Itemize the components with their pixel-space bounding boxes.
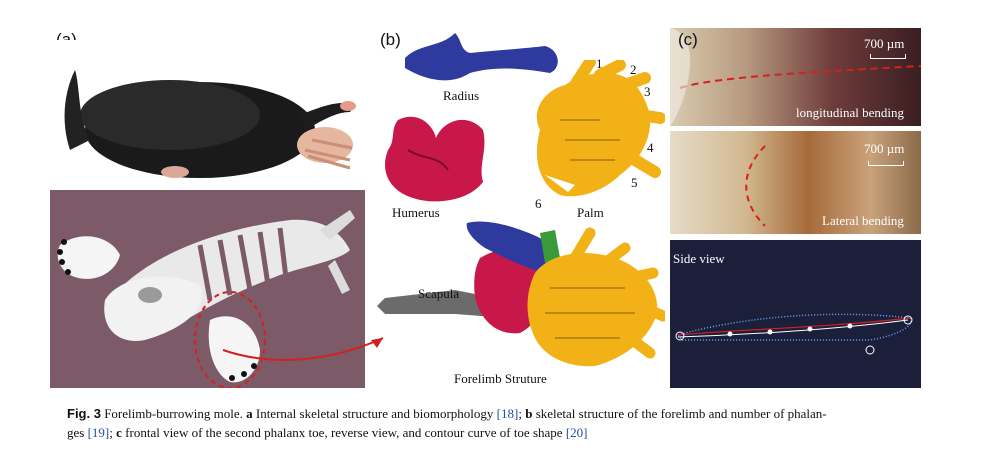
palm-bones: [536, 60, 665, 197]
lateral-bending-photo: [670, 131, 921, 234]
connector-arrow: [222, 337, 384, 361]
lateral-bending-label: Lateral bending: [822, 213, 904, 228]
forelimb-structure-label: Forelimb Struture: [454, 371, 547, 386]
caption-text-4: ges: [67, 425, 85, 440]
radius-label: Radius: [443, 88, 480, 103]
digit-number-4: 4: [647, 140, 654, 155]
humerus-bone: [385, 116, 485, 202]
digit-number-2: 2: [630, 62, 637, 77]
forelimb-assembly: [377, 221, 665, 367]
mole-photo: [50, 40, 365, 185]
scale-bar-top: [870, 54, 906, 59]
digit-number-5: 5: [631, 175, 638, 190]
humerus-label: Humerus: [392, 205, 440, 220]
caption-text-2: Internal skeletal structure and biomorph…: [255, 406, 494, 421]
caption-sep-2: ;: [109, 425, 113, 440]
panel-c-letter: (c): [678, 30, 698, 49]
palm-label: Palm: [577, 205, 604, 220]
longitudinal-bending-photo: [670, 28, 921, 126]
scapula-label: Scapula: [418, 286, 460, 301]
caption-text-5: frontal view of the second phalanx toe, …: [125, 425, 563, 440]
caption-ref-19[interactable]: [19]: [87, 425, 110, 440]
panel-b-letter: (b): [380, 30, 401, 49]
caption-ref-20[interactable]: [20]: [565, 425, 588, 440]
mole-skeleton-illustration: [50, 190, 365, 388]
figure-number: Fig. 3: [67, 406, 101, 421]
side-view-label: Side view: [673, 251, 725, 266]
digit-number-3: 3: [644, 84, 651, 99]
radius-bone: [405, 33, 558, 81]
figure-caption: Fig. 3 Forelimb-burrowing mole. a Intern…: [67, 404, 927, 442]
caption-label-a: a: [246, 406, 253, 421]
scale-label-mid: 700 µm: [864, 141, 905, 156]
scale-label-top: 700 µm: [864, 36, 905, 51]
caption-text-1: Forelimb-burrowing mole.: [104, 406, 243, 421]
digit-number-6: 6: [535, 196, 542, 211]
caption-label-c: c: [116, 425, 122, 440]
digit-number-1: 1: [596, 56, 603, 71]
caption-label-b: b: [525, 406, 533, 421]
caption-ref-18[interactable]: [18]: [496, 406, 519, 421]
scale-bar-mid: [868, 161, 904, 166]
side-view-contour-panel: [670, 240, 921, 388]
caption-text-3: skeletal structure of the forelimb and n…: [535, 406, 827, 421]
caption-sep-1: ;: [518, 406, 522, 421]
longitudinal-bending-label: longitudinal bending: [796, 105, 904, 120]
